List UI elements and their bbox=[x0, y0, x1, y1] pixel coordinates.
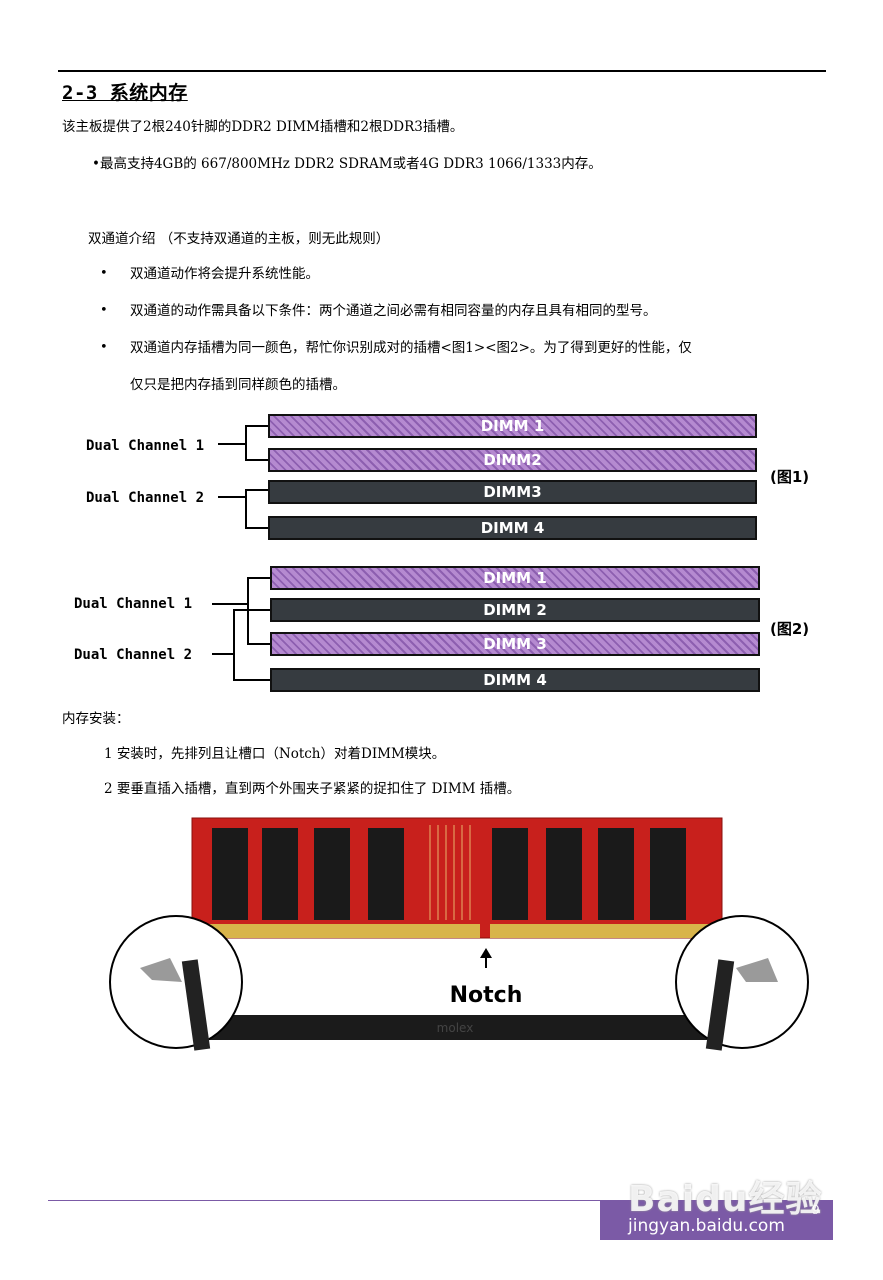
figure-1-caption: (图1) bbox=[770, 468, 810, 486]
dimm-slot-3: DIMM3 bbox=[268, 480, 757, 504]
gold-contacts-right bbox=[490, 924, 715, 938]
baidu-watermark-logo: Baidu经验 bbox=[628, 1179, 823, 1220]
left-clip-circle bbox=[109, 915, 243, 1049]
right-latch bbox=[736, 958, 778, 982]
dimm-slot-4: DIMM 4 bbox=[268, 516, 757, 540]
dual-channel-bullet: 双通道动作将会提升系统性能。 bbox=[130, 266, 319, 282]
intro-paragraph: 该主板提供了2根240针脚的DDR2 DIMM插槽和2根DDR3插槽。 bbox=[62, 119, 464, 135]
support-bullet: •最高支持4GB的 667/800MHz DDR2 SDRAM或者4G DDR3… bbox=[92, 156, 602, 172]
socket-brand: molex bbox=[437, 1021, 474, 1035]
channel-2-label: Dual Channel 2 bbox=[74, 647, 193, 663]
dual-channel-bullet-continued: 仅只是把内存插到同样颜色的插槽。 bbox=[130, 377, 346, 393]
dimm-slot-1: DIMM 1 bbox=[268, 414, 757, 438]
right-clip bbox=[705, 959, 735, 1051]
pcb-traces bbox=[429, 825, 471, 920]
gold-contacts-left bbox=[200, 924, 480, 938]
install-title: 内存安装： bbox=[62, 711, 130, 727]
memory-chips bbox=[212, 828, 686, 920]
bullet-icon: • bbox=[100, 340, 108, 355]
dimm-slot-3: DIMM 3 bbox=[270, 632, 760, 656]
dual-channel-title: 双通道介绍 （不支持双通道的主板，则无此规则） bbox=[88, 231, 390, 247]
footer-bar bbox=[600, 1200, 833, 1240]
bullet-icon: • bbox=[100, 266, 108, 281]
baidu-watermark-url: jingyan.baidu.com bbox=[628, 1216, 785, 1236]
bullet-icon: • bbox=[100, 303, 108, 318]
top-rule bbox=[58, 70, 826, 72]
dimm-slot-2: DIMM 2 bbox=[270, 598, 760, 622]
channel-1-label: Dual Channel 1 bbox=[86, 438, 205, 454]
footer-rule bbox=[48, 1200, 603, 1201]
notch-label: Notch bbox=[450, 983, 523, 1008]
dimm-slot-2: DIMM2 bbox=[268, 448, 757, 472]
right-clip-circle bbox=[675, 915, 809, 1049]
left-clip bbox=[181, 959, 211, 1051]
page-number: 9 bbox=[812, 1203, 820, 1217]
dimm-slot-1: DIMM 1 bbox=[270, 566, 760, 590]
dual-channel-bullet: 双通道内存插槽为同一颜色，帮忙你识别成对的插槽<图1><图2>。为了得到更好的性… bbox=[130, 340, 692, 356]
install-step-2: 2 要垂直插入插槽，直到两个外围夹子紧紧的捉扣住了 DIMM 插槽。 bbox=[104, 781, 521, 797]
section-heading: 2-3 系统内存 bbox=[62, 82, 188, 104]
dimm-slot-4: DIMM 4 bbox=[270, 668, 760, 692]
dual-channel-bullet: 双通道的动作需具备以下条件：两个通道之间必需有相同容量的内存且具有相同的型号。 bbox=[130, 303, 657, 319]
left-latch bbox=[140, 958, 182, 982]
memory-installation-photo: Notch molex bbox=[109, 817, 809, 1051]
channel-2-label: Dual Channel 2 bbox=[86, 490, 205, 506]
install-step-1: 1 安装时，先排列且让槽口（Notch）对着DIMM模块。 bbox=[104, 746, 446, 762]
figure-2-caption: (图2) bbox=[770, 620, 810, 638]
notch-arrow-head bbox=[480, 948, 492, 958]
channel-1-label: Dual Channel 1 bbox=[74, 596, 193, 612]
